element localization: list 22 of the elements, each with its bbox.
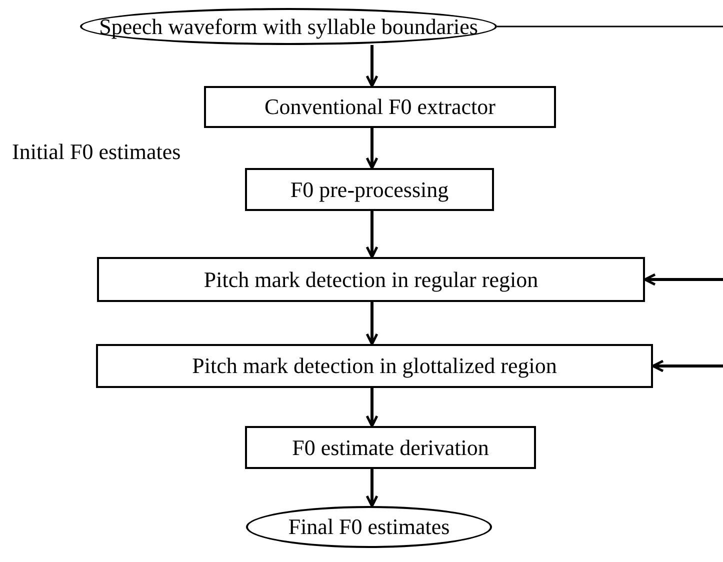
node-text: F0 pre-processing bbox=[290, 176, 449, 204]
arrow bbox=[366, 211, 378, 258]
note-text: Initial F0 estimates bbox=[12, 138, 181, 166]
arrow bbox=[366, 388, 378, 428]
node-text: F0 estimate derivation bbox=[292, 434, 489, 462]
process-box bbox=[97, 257, 645, 302]
node-text: Pitch mark detection in glottalized region bbox=[192, 352, 557, 380]
process-box bbox=[245, 426, 536, 469]
process-box bbox=[204, 86, 556, 128]
process-box bbox=[245, 168, 494, 211]
arrow bbox=[366, 128, 378, 170]
node-text: Speech waveform with syllable boundaries bbox=[99, 12, 478, 40]
arrow bbox=[366, 302, 378, 346]
arrow bbox=[644, 273, 723, 286]
process-box bbox=[96, 344, 653, 388]
connector-line bbox=[497, 26, 723, 28]
arrow bbox=[652, 360, 723, 372]
node-text: Conventional F0 extractor bbox=[264, 93, 496, 121]
node-text: Pitch mark detection in regular region bbox=[204, 266, 538, 294]
arrow bbox=[366, 469, 378, 508]
node-text: Final F0 estimates bbox=[288, 513, 450, 541]
arrow bbox=[366, 45, 378, 88]
